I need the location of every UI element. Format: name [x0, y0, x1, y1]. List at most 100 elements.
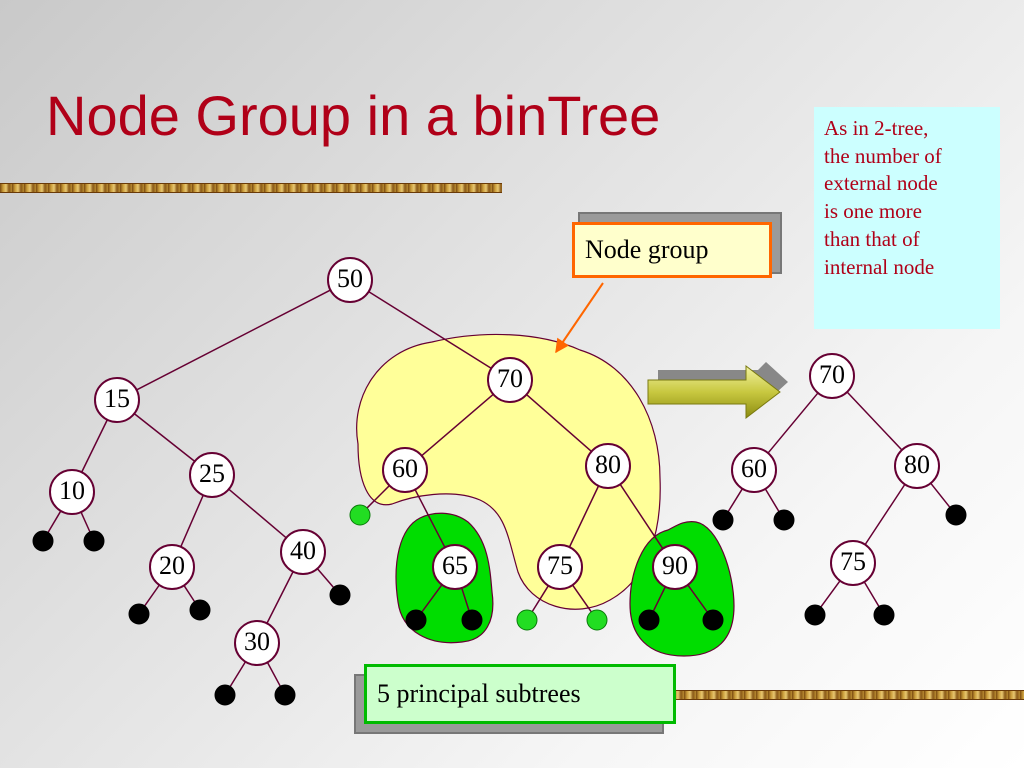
note-line: As in 2-tree, — [824, 116, 929, 140]
node-circle — [432, 544, 478, 590]
node-circle — [280, 529, 326, 575]
tree-edge — [652, 586, 666, 612]
tree-node-30: 30 — [234, 620, 280, 666]
tree-edge — [266, 662, 281, 687]
node-circle — [652, 544, 698, 590]
external-node — [405, 609, 427, 631]
node-label: 80 — [595, 450, 621, 479]
node-circle — [149, 544, 195, 590]
external-node-green — [349, 504, 371, 526]
external-node — [702, 609, 724, 631]
tree-edge — [183, 585, 196, 603]
tree-edge — [846, 391, 903, 451]
node-label: 65 — [442, 551, 468, 580]
tree-edge — [266, 571, 294, 624]
callout-box: Node group — [572, 222, 772, 278]
node-circle — [382, 447, 428, 493]
node-circle — [585, 443, 631, 489]
node-circle — [94, 377, 140, 423]
external-node — [128, 603, 150, 625]
tree-node-65: 65 — [432, 544, 478, 590]
tree-edge — [133, 413, 196, 462]
note-line: internal node — [824, 254, 935, 279]
tree-node-75: 75 — [830, 540, 876, 586]
callout-box: 5 principal subtrees — [364, 664, 676, 724]
node-label: 60 — [392, 454, 418, 483]
tree-node-25: 25 — [189, 452, 235, 498]
node-label: 70 — [819, 360, 845, 389]
external-node — [773, 509, 795, 531]
tree-edge — [47, 510, 62, 533]
tree-edge — [864, 483, 906, 546]
node-circle — [830, 540, 876, 586]
tree-edge — [136, 289, 331, 391]
tree-edge — [531, 585, 550, 612]
tree-edge — [228, 488, 287, 539]
node-label: 75 — [840, 547, 866, 576]
tree-node-50: 50 — [327, 257, 373, 303]
tree-edge — [764, 488, 780, 512]
external-node — [804, 604, 826, 626]
tree-node-10: 10 — [49, 469, 95, 515]
tree-edge — [368, 291, 492, 369]
tree-node-15: 15 — [94, 377, 140, 423]
tree-node-80: 80 — [585, 443, 631, 489]
node-label: 75 — [547, 551, 573, 580]
external-node — [214, 684, 236, 706]
node-label: 70 — [497, 364, 523, 393]
external-node — [712, 509, 734, 531]
tree-node-60: 60 — [382, 447, 428, 493]
node-group-label: Node group — [585, 235, 709, 264]
external-node-green — [516, 609, 538, 631]
tree-edge — [767, 392, 819, 454]
external-node-green — [586, 609, 608, 631]
node-label: 10 — [59, 476, 85, 505]
tree-edge — [366, 485, 390, 509]
tree-edge — [568, 485, 600, 548]
node-circle — [487, 357, 533, 403]
principal-subtrees-label: 5 principal subtrees — [377, 679, 581, 708]
node-label: 15 — [104, 384, 130, 413]
tree-edge — [414, 489, 446, 548]
node-label: 80 — [904, 450, 930, 479]
external-node — [945, 504, 967, 526]
tree-edge — [316, 568, 335, 588]
external-node — [461, 609, 483, 631]
tree-edge — [571, 584, 592, 613]
tree-edge — [820, 580, 841, 608]
principal-subtrees-callout: 5 principal subtrees — [354, 664, 680, 734]
node-circle — [327, 257, 373, 303]
tree-edge — [180, 494, 204, 548]
external-node — [83, 530, 105, 552]
note-line: the number of — [824, 143, 942, 168]
external-node — [873, 604, 895, 626]
node-circle — [234, 620, 280, 666]
external-node — [189, 599, 211, 621]
node-group-callout: Node group — [572, 212, 782, 282]
node-label: 60 — [741, 454, 767, 483]
external-node — [329, 584, 351, 606]
tree-edge — [727, 488, 744, 512]
note-line: external node — [824, 171, 938, 196]
node-circle — [537, 544, 583, 590]
node-circle — [49, 469, 95, 515]
footer-stripe — [672, 690, 1024, 700]
tree-node-80: 80 — [894, 443, 940, 489]
slide-title: Node Group in a binTree — [46, 84, 661, 147]
title-underline-stripe — [0, 183, 502, 193]
note-line: than that of — [824, 226, 920, 251]
tree-edge — [526, 393, 592, 453]
node-circle — [731, 447, 777, 493]
tree-edge — [80, 419, 109, 473]
tree-node-70: 70 — [809, 353, 855, 399]
external-node — [32, 530, 54, 552]
tree-edge — [461, 587, 470, 611]
tree-node-60: 60 — [731, 447, 777, 493]
callout-pointer-arrow — [555, 282, 604, 354]
node-circle — [894, 443, 940, 489]
tree-edge — [229, 661, 247, 687]
tree-node-75: 75 — [537, 544, 583, 590]
tree-edge — [930, 482, 951, 508]
tree-edge — [80, 511, 91, 533]
